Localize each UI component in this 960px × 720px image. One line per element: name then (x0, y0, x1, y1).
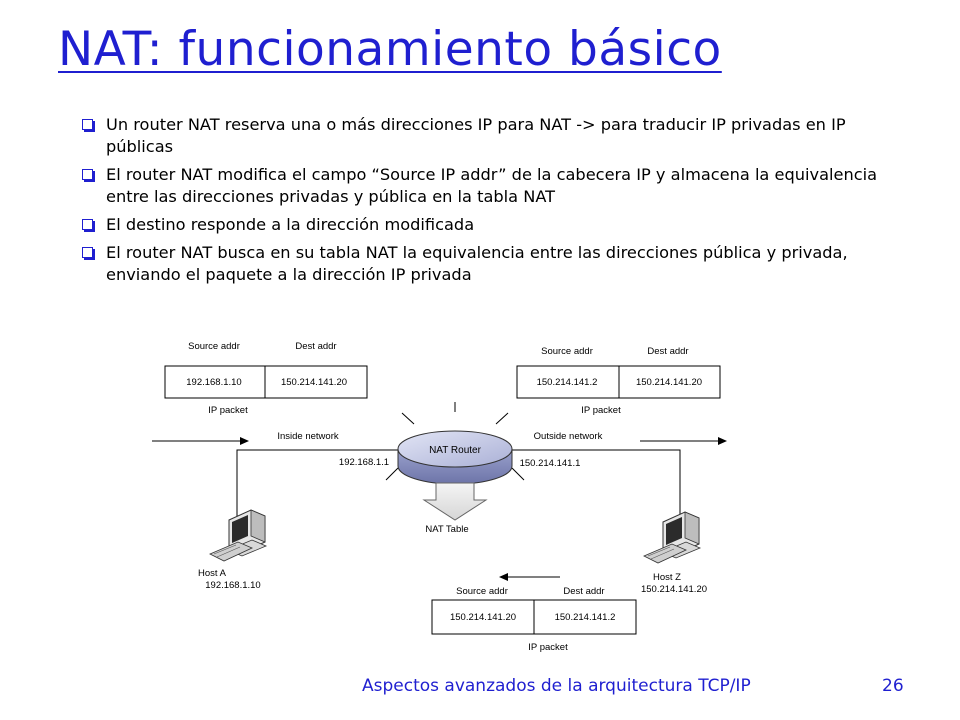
router-outside-ip: 150.214.141.1 (520, 458, 581, 469)
packet-right-source: 150.214.141.2 (537, 377, 598, 388)
footer-text: Aspectos avanzados de la arquitectura TC… (362, 676, 751, 696)
packet-right-dest-header: Dest addr (647, 346, 688, 357)
packet-right-caption: IP packet (581, 405, 621, 416)
bullet-item: El router NAT busca en su tabla NAT la e… (82, 242, 882, 286)
packet-bottom-caption: IP packet (528, 642, 568, 653)
packet-right-dest: 150.214.141.20 (636, 377, 702, 388)
nat-router-icon: NAT Router (397, 430, 513, 485)
host-a-ip: 192.168.1.10 (205, 580, 260, 591)
packet-left-dest-header: Dest addr (295, 341, 336, 352)
square-bullet-icon (82, 247, 93, 258)
packet-bottom-dest-header: Dest addr (563, 586, 604, 597)
bullet-text: El router NAT busca en su tabla NAT la e… (106, 243, 848, 284)
bullet-list: Un router NAT reserva una o más direccio… (82, 114, 882, 292)
router-inside-ip: 192.168.1.1 (339, 457, 389, 468)
bullet-item: El destino responde a la dirección modif… (82, 214, 882, 236)
host-a-name: Host A (198, 568, 227, 579)
square-bullet-icon (82, 119, 93, 130)
packet-left-dest: 150.214.141.20 (281, 377, 347, 388)
bullet-text: Un router NAT reserva una o más direccio… (106, 115, 846, 156)
packet-left-box (164, 365, 368, 399)
packet-bottom-dest: 150.214.141.2 (555, 612, 616, 623)
router-rays (385, 402, 525, 481)
router-label: NAT Router (429, 445, 482, 456)
nat-table-label: NAT Table (425, 524, 468, 535)
packet-bottom: Source addr Dest addr 150.214.141.20 150… (431, 586, 637, 653)
packet-left-source: 192.168.1.10 (186, 377, 241, 388)
bullet-item: El router NAT modifica el campo “Source … (82, 164, 882, 208)
packet-left: Source addr Dest addr 192.168.1.10 150.2… (164, 341, 368, 416)
nat-table-arrow-icon (422, 482, 488, 521)
bullet-item: Un router NAT reserva una o más direccio… (82, 114, 882, 158)
host-z-ip: 150.214.141.20 (641, 584, 707, 595)
square-bullet-icon (82, 219, 93, 230)
packet-left-source-header: Source addr (188, 341, 240, 352)
packet-right: Source addr Dest addr 150.214.141.2 150.… (516, 346, 721, 416)
bullet-text: El router NAT modifica el campo “Source … (106, 165, 878, 206)
host-a-computer-icon (209, 509, 268, 562)
slide-title: NAT: funcionamiento básico (58, 22, 722, 77)
square-bullet-icon (82, 169, 93, 180)
outside-network-link (508, 449, 681, 515)
packet-left-caption: IP packet (208, 405, 248, 416)
page-number: 26 (882, 676, 904, 696)
inside-network-label: Inside network (277, 431, 339, 442)
packet-bottom-source: 150.214.141.20 (450, 612, 516, 623)
packet-bottom-source-header: Source addr (456, 586, 508, 597)
bullet-text: El destino responde a la dirección modif… (106, 215, 475, 234)
inside-network-link (236, 449, 400, 525)
host-z-name: Host Z (653, 572, 681, 583)
host-z-computer-icon (643, 511, 702, 564)
outside-network-label: Outside network (534, 431, 603, 442)
packet-right-source-header: Source addr (541, 346, 593, 357)
